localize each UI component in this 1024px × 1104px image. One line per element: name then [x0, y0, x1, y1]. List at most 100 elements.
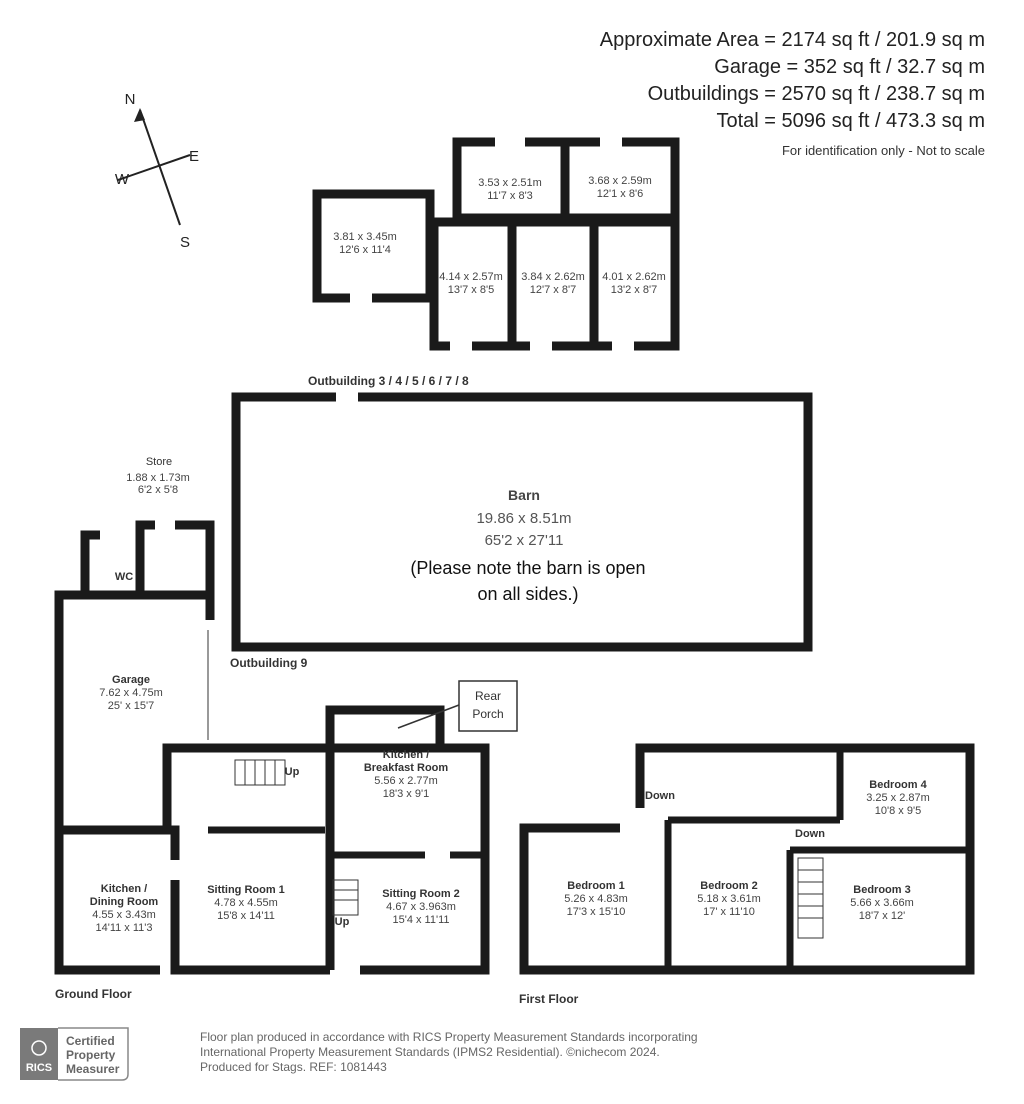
ground-floor-garage-name-text: Garage — [112, 674, 150, 686]
outbuildings-rooms-0-metric-text: 3.81 x 3.45m — [333, 231, 397, 243]
first-floor-bedroom3-name-text: Bedroom 3 — [853, 884, 910, 896]
wc-label: WC — [115, 571, 133, 583]
ground-floor-kitchen-dining-name2-text: Dining Room — [90, 896, 159, 908]
first-floor-bedroom2-name-text: Bedroom 2 — [700, 880, 757, 892]
outbuildings-label: Outbuilding 3 / 4 / 5 / 6 / 7 / 8 — [308, 374, 469, 388]
first-floor-label: First Floor — [519, 992, 579, 1006]
ground-floor-rear-porch-line1-text: Rear — [475, 689, 501, 703]
barn-note-2: on all sides.) — [477, 584, 578, 604]
outbuildings-rooms-4-metric-text: 3.84 x 2.62m — [521, 271, 585, 283]
barn-metric: 19.86 x 8.51m — [476, 510, 571, 527]
outbuildings-rooms-3-metric-text: 4.14 x 2.57m — [439, 271, 503, 283]
ground-floor-kitchen-breakfast-metric-text: 5.56 x 2.77m — [374, 775, 438, 787]
ground-floor-store-imperial-text: 6'2 x 5'8 — [138, 484, 178, 496]
outbuildings-rooms-5-metric-text: 4.01 x 2.62m — [602, 271, 666, 283]
ground-floor-store-metric-text: 1.88 x 1.73m — [126, 472, 190, 484]
outbuildings-rooms-2-metric-text: 3.68 x 2.59m — [588, 175, 652, 187]
first-floor-bedroom3-imperial-text: 18'7 x 12' — [859, 910, 905, 922]
first-floor-bedroom1-imperial-text: 17'3 x 15'10 — [567, 906, 626, 918]
rics-badge: RICS Certified Property Measurer — [20, 1027, 129, 1081]
outbuildings-rooms-0-imperial-text: 12'6 x 11'4 — [339, 244, 391, 256]
ground-floor-kitchen-breakfast-imperial-text: 18'3 x 9'1 — [383, 788, 429, 800]
ground-floor-label: Ground Floor — [55, 987, 132, 1001]
first-floor-bedroom3-metric-text: 5.66 x 3.66m — [850, 897, 914, 909]
outbuildings-rooms-4-imperial-text: 12'7 x 8'7 — [530, 284, 576, 296]
ground-floor-sitting2-imperial-text: 15'4 x 11'11 — [392, 914, 449, 926]
footer-line-2: International Property Measurement Stand… — [200, 1045, 660, 1059]
arrow-icon — [397, 704, 460, 729]
stairs-down-label: Down — [645, 790, 675, 802]
ground-floor-sitting2-name-text: Sitting Room 2 — [382, 888, 460, 900]
ground-floor-kitchen-dining-imperial-text: 14'11 x 11'3 — [95, 922, 152, 934]
barn-plan: Barn 19.86 x 8.51m 65'2 x 27'11 (Please … — [230, 390, 813, 670]
ground-floor-sitting1-metric-text: 4.78 x 4.55m — [214, 897, 278, 909]
footer-badge-line2-text: Property — [66, 1048, 116, 1062]
compass-n: N — [125, 91, 136, 108]
compass-s: S — [180, 234, 190, 251]
outbuildings-rooms-1-imperial-text: 11'7 x 8'3 — [487, 190, 533, 202]
first-floor-bedroom2-metric-text: 5.18 x 3.61m — [697, 893, 761, 905]
stairs-up-label: Up — [285, 766, 300, 778]
first-floor-bedroom4-metric-text: 3.25 x 2.87m — [866, 792, 930, 804]
footer-badge-line1-text: Certified — [66, 1034, 115, 1048]
garage-area: Garage = 352 sq ft / 32.7 sq m — [714, 56, 985, 78]
ground-floor-kitchen-dining-name1-text: Kitchen / — [101, 883, 147, 895]
ground-floor-garage-metric-text: 7.62 x 4.75m — [99, 687, 163, 699]
outbuildings-area: Outbuildings = 2570 sq ft / 238.7 sq m — [648, 83, 985, 105]
first-floor-bedroom1-name-text: Bedroom 1 — [567, 880, 624, 892]
stairs-down-label-2: Down — [795, 828, 825, 840]
barn-note-1: (Please note the barn is open — [410, 558, 645, 578]
first-floor-bedroom4-imperial-text: 10'8 x 9'5 — [875, 805, 921, 817]
rear-porch-callout — [458, 680, 518, 732]
compass-w: W — [115, 171, 130, 188]
footer-line-3: Produced for Stags. REF: 1081443 — [200, 1060, 387, 1074]
ground-floor-sitting1-imperial-text: 15'8 x 14'11 — [217, 910, 275, 922]
outbuildings-rooms-1-metric-text: 3.53 x 2.51m — [478, 177, 542, 189]
compass-icon: N E S W — [115, 91, 199, 251]
outbuildings-rooms-5-imperial-text: 13'2 x 8'7 — [611, 284, 657, 296]
stairs-up-label-2: Up — [335, 916, 350, 928]
area-summary: Approximate Area = 2174 sq ft / 201.9 sq… — [600, 29, 985, 158]
lion-logo-icon — [31, 1040, 47, 1056]
footer-badge-rics-text: RICS — [26, 1062, 52, 1074]
ground-floor-garage-imperial-text: 25' x 15'7 — [108, 700, 154, 712]
compass-e: E — [189, 148, 199, 165]
outbuildings-rooms-3-imperial-text: 13'7 x 8'5 — [448, 284, 494, 296]
ground-floor-kitchen-breakfast-name1-text: Kitchen / — [383, 749, 429, 761]
ground-floor-rear-porch-line2-text: Porch — [472, 707, 503, 721]
disclaimer: For identification only - Not to scale — [782, 143, 985, 158]
total-area: Total = 5096 sq ft / 473.3 sq m — [717, 110, 986, 132]
ground-floor-store-name-text: Store — [146, 456, 172, 468]
barn-label: Outbuilding 9 — [230, 656, 308, 670]
first-floor-bedroom2-imperial-text: 17' x 11'10 — [703, 906, 755, 918]
approx-area: Approximate Area = 2174 sq ft / 201.9 sq… — [600, 29, 985, 51]
outbuildings-rooms-2-imperial-text: 12'1 x 8'6 — [597, 188, 643, 200]
ground-floor-kitchen-dining-metric-text: 4.55 x 3.43m — [92, 909, 156, 921]
ground-floor-sitting2-metric-text: 4.67 x 3.963m — [386, 901, 456, 913]
ground-floor-kitchen-breakfast-name2-text: Breakfast Room — [364, 762, 449, 774]
first-floor-bedroom1-metric-text: 5.26 x 4.83m — [564, 893, 628, 905]
footer-line-1: Floor plan produced in accordance with R… — [200, 1030, 698, 1044]
footer-badge-line3-text: Measurer — [66, 1062, 120, 1076]
barn-imperial: 65'2 x 27'11 — [485, 532, 564, 549]
